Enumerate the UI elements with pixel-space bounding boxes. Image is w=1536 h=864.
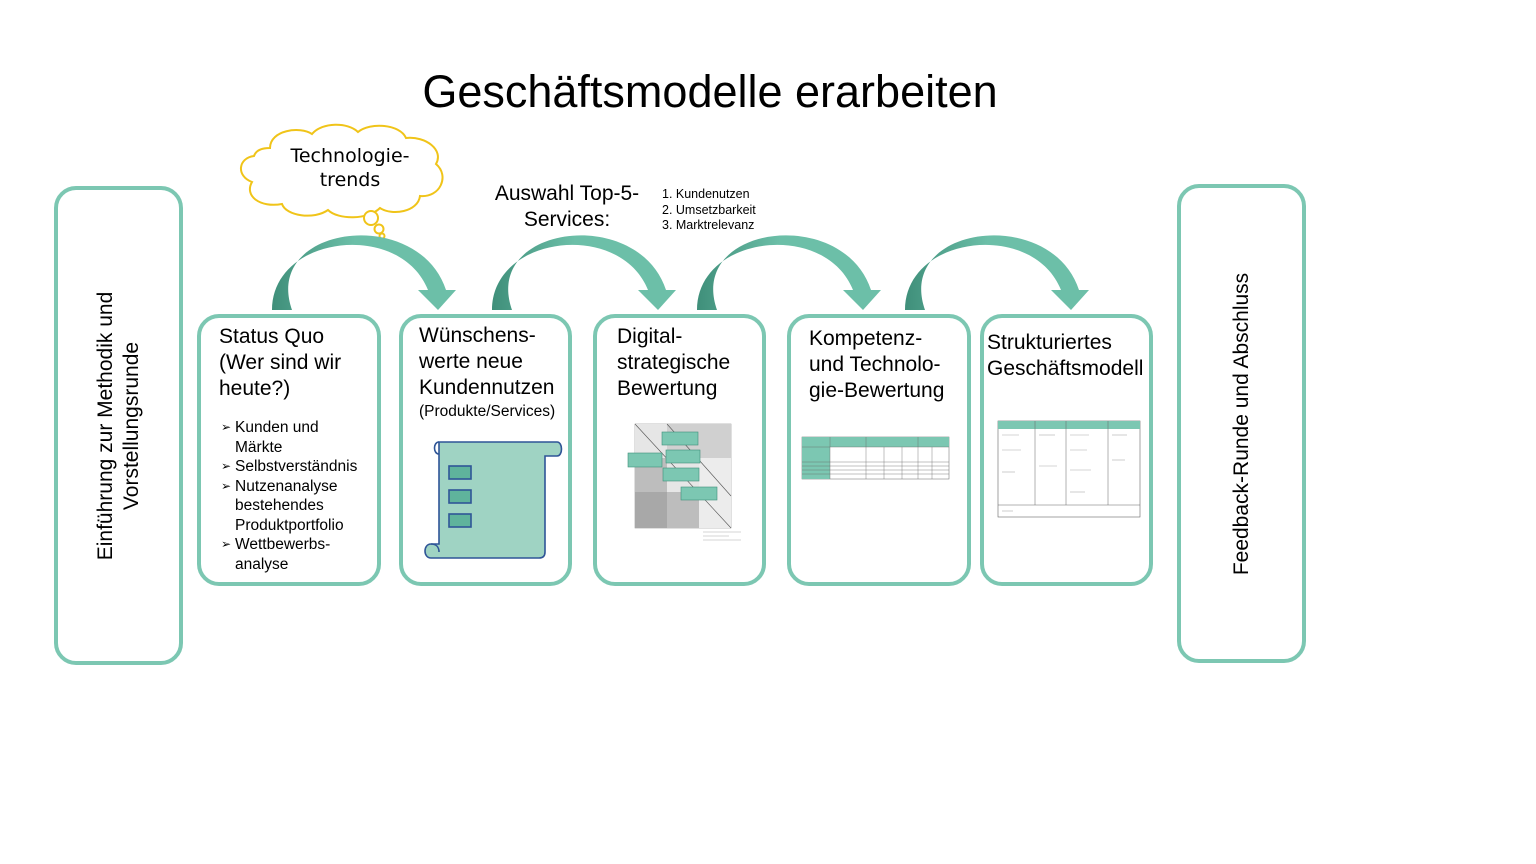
page-title: Geschäftsmodelle erarbeiten xyxy=(422,66,998,117)
curved-arrow-icon xyxy=(905,235,1089,310)
criteria-item: 1. Kundenutzen xyxy=(662,187,750,201)
step-status-quo: Status Quo (Wer sind wir heute?) Kunden … xyxy=(197,314,381,586)
evaluation-table-thumbnail xyxy=(801,436,950,480)
criteria-list: 1. Kundenutzen 2. Umsetzbarkeit 3. Markt… xyxy=(662,187,756,234)
step-digital-strategy: Digital- strategische Bewertung xyxy=(593,314,766,586)
selection-label: Auswahl Top-5- Services: xyxy=(494,182,640,231)
criteria-item: 2. Umsetzbarkeit xyxy=(662,202,756,217)
cloud-label: Technologie- trends xyxy=(290,145,410,191)
bullet-item: Kunden und Märkte xyxy=(221,418,357,457)
feedback-box: Feedback-Runde und Abschluss xyxy=(1177,184,1306,663)
bullet-list: Kunden und Märkte Selbstverständnis Nutz… xyxy=(221,418,357,574)
step-competence-technology: Kompetenz- und Technolo- gie-Bewertung xyxy=(787,314,971,586)
curved-arrow-icon xyxy=(272,235,456,310)
business-model-canvas-thumbnail xyxy=(997,420,1141,518)
step-business-model: Strukturiertes Geschäftsmodell xyxy=(980,314,1153,586)
bullet-item: Selbstverständnis xyxy=(221,457,357,477)
intro-box: Einführung zur Methodik und Vorstellungs… xyxy=(54,186,183,665)
bullet-item: Wettbewerbs- analyse xyxy=(221,535,357,574)
step-title: Status Quo (Wer sind wir heute?) xyxy=(219,325,342,400)
criteria-item: 3. Marktrelevanz xyxy=(662,218,755,232)
step-title: Strukturiertes Geschäftsmodell xyxy=(987,331,1144,380)
curved-arrow-icon xyxy=(697,235,881,310)
scroll-list-icon xyxy=(424,441,563,559)
step-title: Wünschens- werte neue Kundennutzen xyxy=(419,324,555,399)
bullet-item: Nutzenanalyse bestehendes Produktportfol… xyxy=(221,477,357,536)
step-subtitle: (Produkte/Services) xyxy=(419,403,556,420)
step-title: Kompetenz- und Technolo- gie-Bewertung xyxy=(809,327,945,402)
portfolio-matrix-thumbnail xyxy=(627,423,741,541)
step-customer-benefit: Wünschens- werte neue Kundennutzen (Prod… xyxy=(399,314,572,586)
thought-cloud-icon xyxy=(240,123,444,240)
step-title: Digital- strategische Bewertung xyxy=(617,325,731,400)
curved-arrow-icon xyxy=(492,235,676,310)
